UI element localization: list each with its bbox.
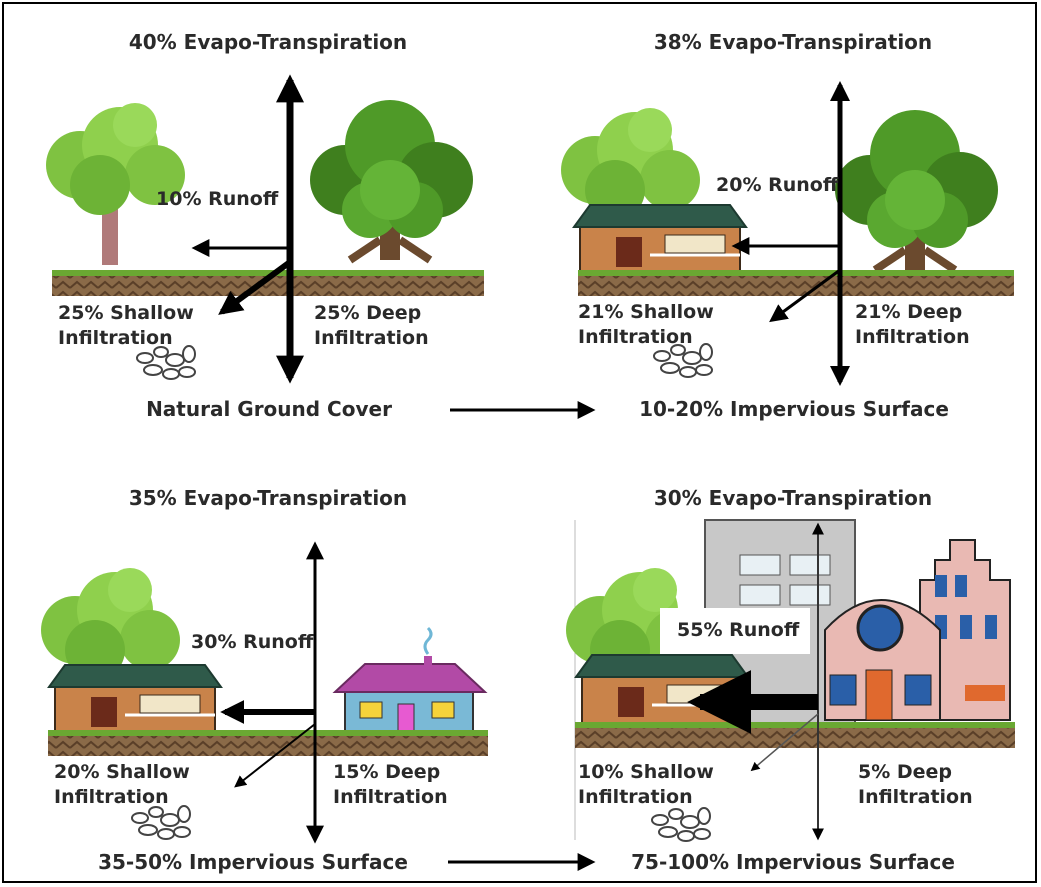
panel-3-runoff-label: 30% Runoff <box>191 631 314 653</box>
panel-2-deep-label: 21% Deep <box>855 301 963 323</box>
panel-1-art <box>46 74 484 384</box>
panel-1-surface-label: Natural Ground Cover <box>146 397 392 421</box>
panel-2-runoff-label: 20% Runoff <box>716 174 839 196</box>
panel-3-deep-label-line2: Infiltration <box>333 786 448 808</box>
panel-1-deep-label-line2: Infiltration <box>314 327 429 349</box>
panel-1-runoff-label: 10% Runoff <box>156 188 279 210</box>
shallow-arrow <box>750 713 819 772</box>
panel-2-deep-label-line2: Infiltration <box>855 326 970 348</box>
panel-3-evapotranspiration-label: 35% Evapo-Transpiration <box>128 486 408 510</box>
panel-1-shallow-label-line2: Infiltration <box>58 327 173 349</box>
panel-4-shallow-label: 10% Shallow <box>578 761 714 783</box>
panel-2-art <box>561 81 1014 386</box>
panel-2-evapotranspiration-label: 38% Evapo-Transpiration <box>653 30 933 54</box>
panel-1-deep-label: 25% Deep <box>314 302 422 324</box>
panel-2-surface-label: 10-20% Impervious Surface <box>639 397 949 421</box>
panel-4-shallow-label-line2: Infiltration <box>578 786 693 808</box>
panel-1-shallow-label: 25% Shallow <box>58 302 194 324</box>
runoff-label-background <box>660 608 810 654</box>
panel-2-shallow-label: 21% Shallow <box>578 301 714 323</box>
panel-1-evapotranspiration-label: 40% Evapo-Transpiration <box>128 30 408 54</box>
panel-4-surface-label: 75-100% Impervious Surface <box>631 850 955 874</box>
panel-3-shallow-label-line2: Infiltration <box>54 786 169 808</box>
panel-4-art <box>566 519 1015 842</box>
panel-3-shallow-label: 20% Shallow <box>54 761 190 783</box>
panel-2-shallow-label-line2: Infiltration <box>578 326 693 348</box>
panel-4-evapotranspiration-label: 30% Evapo-Transpiration <box>653 486 933 510</box>
panel-4-deep-label-line2: Infiltration <box>858 786 973 808</box>
shallow-arrow <box>769 268 841 323</box>
shallow-arrow <box>218 259 292 315</box>
panel-4-deep-label: 5% Deep <box>858 761 953 783</box>
panel-3-art <box>41 541 488 844</box>
panel-3-surface-label: 35-50% Impervious Surface <box>98 850 408 874</box>
panel-4-runoff-label: 55% Runoff <box>677 619 800 641</box>
shallow-arrow <box>234 723 316 788</box>
panel-3-deep-label: 15% Deep <box>333 761 441 783</box>
